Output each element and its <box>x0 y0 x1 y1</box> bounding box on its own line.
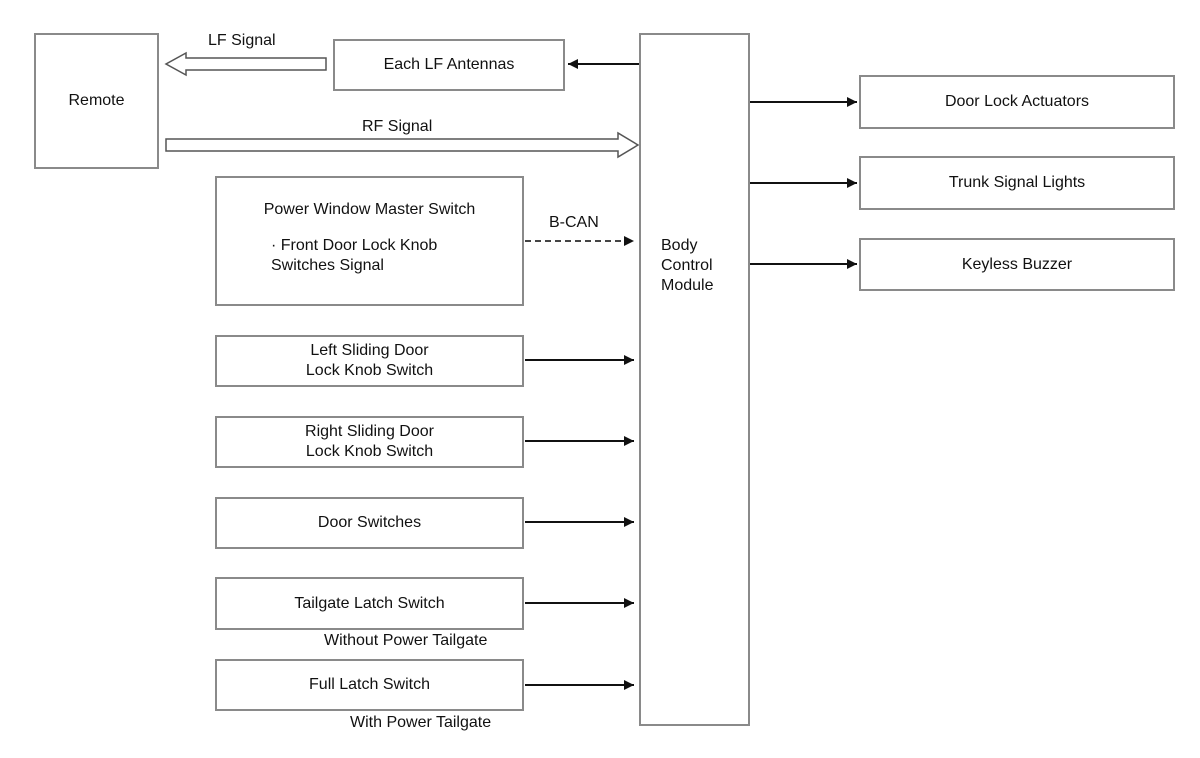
trunk-signal-lights-box: Trunk Signal Lights <box>859 156 1175 210</box>
bcm-label-line-2: Control <box>661 257 713 274</box>
door-switches-label: Door Switches <box>317 514 422 531</box>
lf-signal-arrow <box>164 51 327 77</box>
left-sliding-door-box: Left Sliding Door Lock Knob Switch <box>215 335 524 387</box>
full-latch-label: Full Latch Switch <box>309 676 430 693</box>
power-window-sub-line-2: Switches Signal <box>271 257 384 274</box>
trunk-signal-lights-label: Trunk Signal Lights <box>948 174 1086 191</box>
bcm-label-line-1: Body <box>661 237 698 254</box>
door-lock-actuators-label: Door Lock Actuators <box>944 93 1090 110</box>
tailgate-latch-label: Tailgate Latch Switch <box>294 594 445 612</box>
left-sliding-line-1: Left Sliding Door <box>310 342 429 359</box>
rf-signal-label: RF Signal <box>362 118 433 135</box>
keyless-buzzer-box: Keyless Buzzer <box>859 238 1175 291</box>
keyless-buzzer-label: Keyless Buzzer <box>961 255 1073 273</box>
right-sliding-line-1: Right Sliding Door <box>305 423 434 440</box>
bcan-label: B-CAN <box>549 214 599 231</box>
power-window-master-switch-box: Power Window Master Switch · Front Door … <box>215 176 524 306</box>
power-window-sub: · Front Door Lock Knob Switches Signal <box>271 236 437 276</box>
lf-signal-label: LF Signal <box>208 32 276 49</box>
full-latch-switch-box: Full Latch Switch <box>215 659 524 711</box>
power-window-sub-line-1: · Front Door Lock Knob <box>271 237 438 254</box>
lf-antennas-box: Each LF Antennas <box>333 39 565 91</box>
power-window-title: Power Window Master Switch <box>263 201 476 218</box>
lf-antennas-label: Each LF Antennas <box>383 56 515 73</box>
with-power-tailgate-note: With Power Tailgate <box>350 714 492 731</box>
right-sliding-line-2: Lock Knob Switch <box>305 443 434 460</box>
left-sliding-line-2: Lock Knob Switch <box>305 362 434 379</box>
bcm-label: Body Control Module <box>661 236 713 296</box>
door-lock-actuators-box: Door Lock Actuators <box>859 75 1175 129</box>
right-sliding-door-box: Right Sliding Door Lock Knob Switch <box>215 416 524 468</box>
without-power-tailgate-note: Without Power Tailgate <box>324 632 488 649</box>
door-switches-box: Door Switches <box>215 497 524 549</box>
bcm-label-line-3: Module <box>661 277 714 294</box>
rf-signal-arrow <box>165 131 640 159</box>
remote-box: Remote <box>34 33 159 169</box>
tailgate-latch-switch-box: Tailgate Latch Switch <box>215 577 524 630</box>
bcm-box <box>639 33 750 726</box>
remote-label: Remote <box>68 92 125 109</box>
